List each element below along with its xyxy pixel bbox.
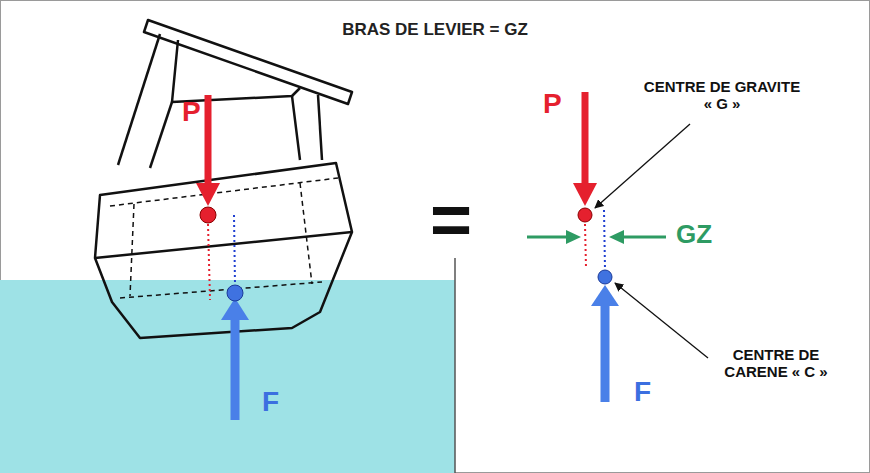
weight-arrow (582, 92, 589, 185)
cabin-wall (118, 34, 160, 165)
cabin-window (172, 40, 300, 102)
lever-arrow (566, 230, 581, 244)
cabin-post (150, 102, 172, 168)
boat-roof (144, 20, 352, 104)
gravity-point (578, 208, 592, 222)
diagram-title: BRAS DE LEVIER = GZ (342, 20, 528, 40)
force-letter: F (634, 376, 651, 408)
gravity-point (200, 207, 216, 223)
buoyancy-arrow (601, 305, 610, 402)
lever-arrow (609, 230, 624, 244)
lever-arrow (622, 236, 666, 239)
force-letter: P (182, 96, 201, 128)
buoyancy-arrow (591, 285, 619, 306)
buoyancy-line (604, 210, 605, 270)
divider (454, 258, 456, 473)
leader-line (595, 124, 690, 208)
cabin-wall (318, 95, 322, 160)
force-letter: P (543, 88, 562, 120)
buoyancy-point (598, 270, 612, 284)
hull-chine (95, 232, 352, 258)
gravity-line (208, 224, 210, 300)
hull-compartments (110, 178, 338, 298)
weight-arrow (573, 183, 597, 206)
buoyancy-point (227, 285, 243, 301)
cabin-post (292, 96, 300, 160)
leader-line (615, 283, 708, 358)
callout-label: CENTRE DE GRAVITE « G » (642, 78, 802, 113)
lever-arrow (527, 236, 568, 239)
equals-sign: = (430, 178, 472, 261)
buoyancy-arrow (231, 318, 240, 420)
force-letter: F (262, 386, 279, 418)
weight-arrow (196, 183, 220, 206)
gravity-line (585, 224, 586, 268)
boat-hull (95, 163, 352, 338)
boat (95, 20, 352, 338)
lever-label: GZ (676, 220, 712, 250)
weight-arrow (205, 95, 212, 185)
callout-label: CENTRE DE CARENE « C » (701, 346, 851, 381)
boat-forces (196, 95, 249, 420)
buoyancy-line (234, 215, 235, 285)
